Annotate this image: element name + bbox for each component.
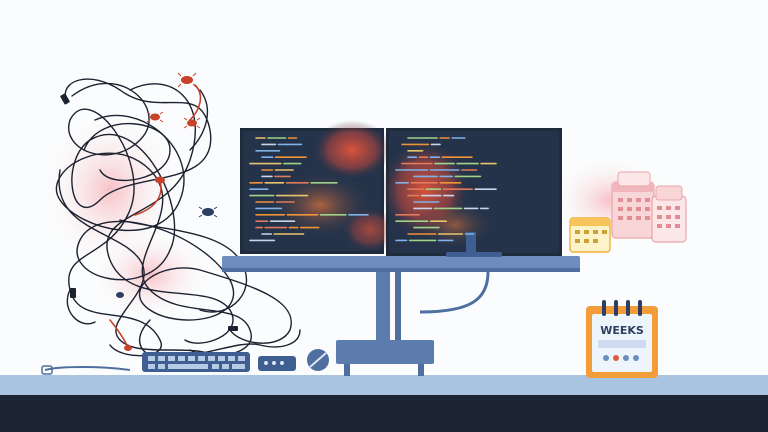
- left-monitor-code: [249, 137, 369, 242]
- bug-icon: [124, 345, 132, 351]
- bug-icon: [146, 111, 164, 123]
- bug-icon: [116, 292, 124, 298]
- keyboard: [142, 352, 250, 372]
- bug-icon: [183, 117, 201, 129]
- floor-bottom: [0, 395, 768, 432]
- calendar-stack: [569, 171, 687, 253]
- pink-haze-left: [40, 110, 180, 270]
- right-monitor: [380, 128, 562, 257]
- mouse-ball: [307, 349, 329, 371]
- bug-icon: [155, 176, 165, 184]
- left-monitor: [240, 120, 398, 254]
- router: [258, 356, 296, 371]
- bug-icon: [177, 72, 197, 88]
- floor-adapter: [41, 365, 53, 375]
- cable-plugs: [60, 93, 238, 331]
- desk: [222, 256, 580, 376]
- bug-icon: [198, 206, 218, 218]
- weeks-calendar: [586, 300, 658, 378]
- calendar-label: WEEKS: [600, 324, 644, 337]
- right-monitor-code: [395, 137, 497, 242]
- floor-cable: [44, 366, 131, 371]
- tangled-cables: [55, 78, 301, 361]
- floor-top: [0, 375, 768, 395]
